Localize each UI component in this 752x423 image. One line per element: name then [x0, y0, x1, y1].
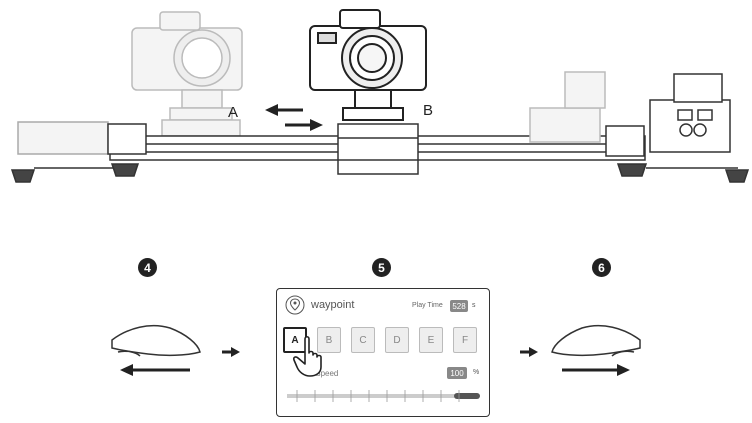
waypoint-button-e[interactable]: E [419, 327, 443, 353]
position-label-b: B [423, 102, 434, 119]
speed-slider[interactable] [277, 289, 491, 418]
arrow-right-icon [222, 347, 240, 357]
arrow-left-icon [120, 364, 190, 376]
step-number-5: 5 [372, 258, 391, 277]
arrow-right-icon [285, 119, 323, 131]
waypoint-panel: waypoint Play Time 528 s A B C D E F alS… [276, 288, 490, 417]
slider-rail-icon [10, 71, 750, 183]
play-time-unit: s [472, 302, 476, 309]
arrow-left-icon [265, 104, 303, 116]
pointing-hand-icon [293, 335, 322, 377]
play-time-value: 528 [450, 300, 468, 312]
location-pin-icon [285, 295, 305, 315]
play-time-label: Play Time [412, 302, 443, 309]
arrow-right-icon [562, 364, 630, 376]
step-number-6: 6 [592, 258, 611, 277]
panel-title: waypoint [311, 299, 355, 311]
waypoint-button-f[interactable]: F [453, 327, 477, 353]
hand-icon [111, 324, 201, 357]
step-number-4: 4 [138, 258, 157, 277]
ghost-camera-icon [131, 11, 243, 137]
arrow-right-icon [520, 347, 538, 357]
camera-icon [309, 9, 427, 121]
hand-icon [551, 324, 641, 357]
speed-label: alSpeed [309, 369, 339, 378]
speed-unit: % [473, 369, 480, 376]
waypoint-button-c[interactable]: C [351, 327, 375, 353]
waypoint-button-d[interactable]: D [385, 327, 409, 353]
position-label-a: A [228, 104, 239, 121]
waypoint-button-b[interactable]: B [317, 327, 341, 353]
speed-value: 100 [447, 367, 467, 379]
